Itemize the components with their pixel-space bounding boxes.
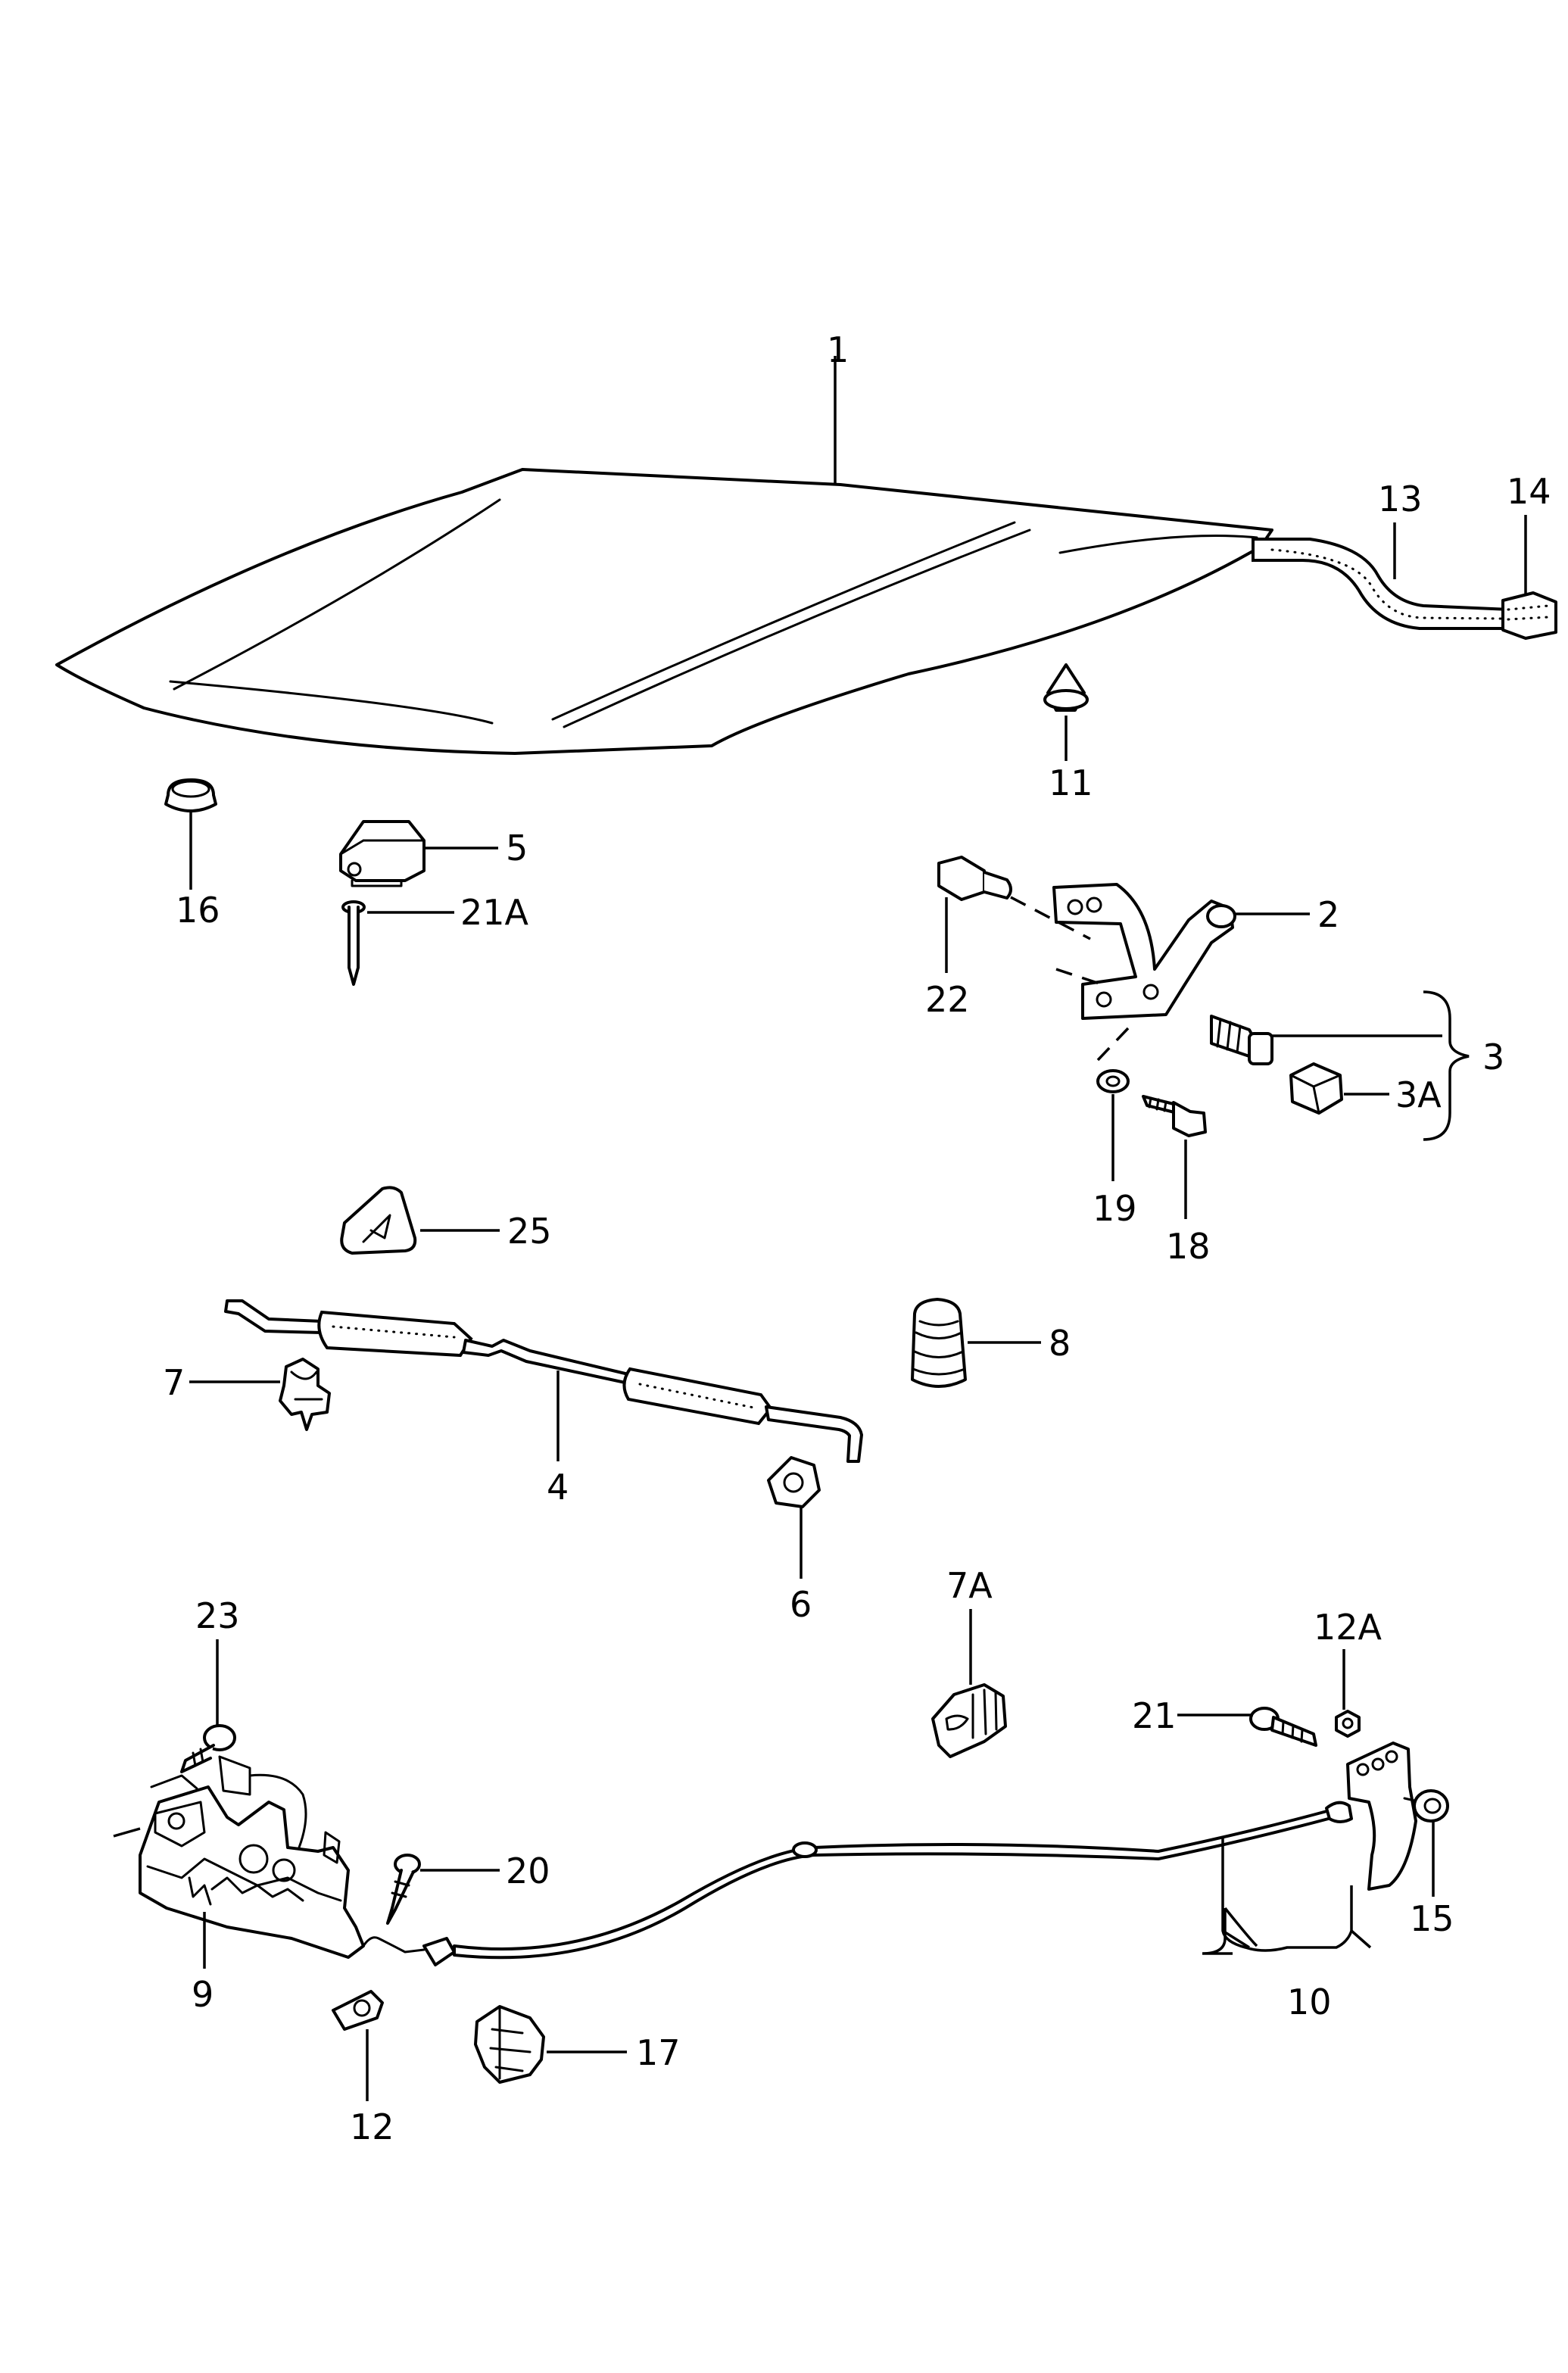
callout-19: 19 [1093,1188,1137,1229]
bump-stop [911,1298,967,1388]
bonnet-lock [139,1755,365,1959]
release-handle [931,1683,1007,1758]
stay-rod-clip [279,1358,331,1431]
callout-13: 13 [1378,479,1423,519]
callout-22: 22 [925,979,970,1020]
callout-17: 17 [636,2032,681,2073]
lever-grommet-15 [1403,1789,1449,1823]
callout-15: 15 [1410,1898,1454,1939]
callout-14: 14 [1507,471,1551,512]
callout-3: 3 [1482,1037,1504,1077]
callout-23: 23 [195,1595,240,1636]
callout-11: 11 [1049,762,1093,803]
release-lever [1325,1742,1417,1891]
callout-12: 12 [350,2106,394,2147]
callout-16: 16 [176,890,220,931]
hinge-nut-3a [1289,1062,1343,1115]
callout-3a: 3A [1395,1074,1442,1115]
cable-holder-17 [474,2005,545,2084]
group-bracket-10 [1221,1836,1353,1952]
stay-rod-holder [767,1456,821,1508]
lever-bolt-21 [1249,1707,1317,1747]
cable-clip-12 [332,1990,384,2031]
washer [1096,1069,1130,1093]
lock-bolt-23 [180,1724,236,1773]
callout-4: 4 [547,1467,569,1508]
grommet-cone [1043,663,1089,712]
seal-clip [1501,591,1557,640]
buffer-block [339,820,426,887]
warning-sticker [340,1186,417,1255]
callout-labels: 1 13 14 11 16 5 21A 2 22 3 3A 19 18 25 8… [163,329,1551,2147]
lever-nut-12a [1335,1710,1361,1738]
bonnet-seal-strip [1252,538,1512,630]
callout-7a: 7A [946,1565,993,1606]
callout-21: 21 [1132,1695,1177,1736]
callout-20: 20 [506,1851,550,1891]
callout-21a: 21A [460,892,529,933]
callout-9: 9 [192,1974,214,2015]
group-bracket-3 [1423,990,1470,1141]
plug-cap [164,778,217,812]
callout-8: 8 [1049,1323,1071,1364]
hinge-bolt-22 [937,856,1012,901]
callout-7: 7 [163,1362,185,1403]
callout-25: 25 [507,1211,552,1252]
bonnet-panel [55,468,1273,755]
hinge-stud [1210,1015,1273,1065]
callout-18: 18 [1166,1226,1211,1267]
lock-screw-20 [386,1854,421,1925]
callout-5: 5 [506,828,528,868]
callout-12a: 12A [1314,1607,1383,1648]
callout-1: 1 [827,329,849,370]
hinge-bracket [1052,883,1236,1020]
callout-10: 10 [1287,1982,1332,2022]
callout-2: 2 [1317,894,1339,935]
callout-6: 6 [790,1584,812,1625]
hinge-bolt-18 [1142,1095,1207,1137]
rivet-pin [341,900,366,986]
bonnet-stay-rod [224,1299,863,1463]
